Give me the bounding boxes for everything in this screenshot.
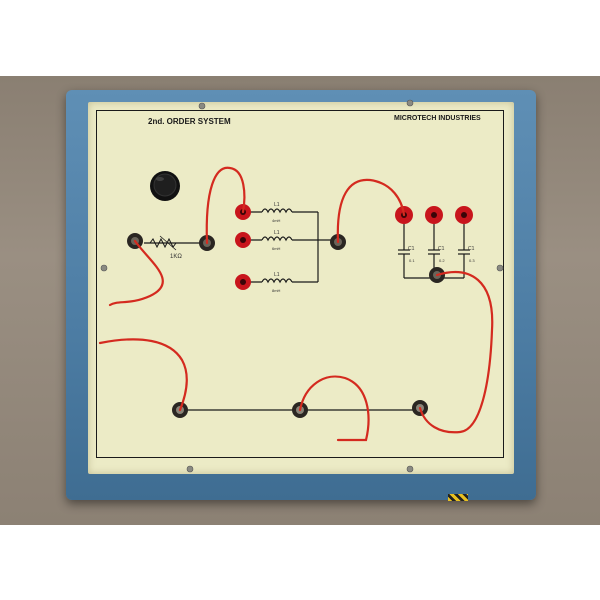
brand-label: MICROTECH INDUSTRIES: [394, 115, 481, 122]
screw: [406, 465, 414, 473]
capacitor-sub: 0.1: [409, 258, 415, 263]
panel-title: 2nd. ORDER SYSTEM: [148, 117, 231, 126]
warning-sticker: [448, 494, 468, 501]
inductor-sub: 4mH: [272, 218, 281, 223]
black-terminals: [127, 233, 445, 418]
inductor-sub: 6mH: [272, 246, 281, 251]
capacitor-label: C1: [438, 246, 445, 252]
inductor-sub: 8mH: [272, 288, 281, 293]
panel-border: [96, 110, 504, 458]
screw: [406, 99, 414, 107]
screw: [198, 102, 206, 110]
red-terminals: [235, 204, 473, 290]
screw: [186, 465, 194, 473]
capacitor-label: C1: [408, 246, 415, 252]
inductor-label: L1: [274, 272, 280, 278]
patch-wires: [98, 166, 494, 442]
screw: [496, 264, 504, 272]
resistor-label: 1KΩ: [170, 254, 182, 260]
inductor-label: L1: [274, 202, 280, 208]
capacitor-sub: 0.2: [439, 258, 445, 263]
screw: [100, 264, 108, 272]
capacitor-label: C1: [468, 246, 475, 252]
inductor-label: L1: [274, 230, 280, 236]
knob: [150, 171, 180, 201]
capacitor-sub: 0.3: [469, 258, 475, 263]
